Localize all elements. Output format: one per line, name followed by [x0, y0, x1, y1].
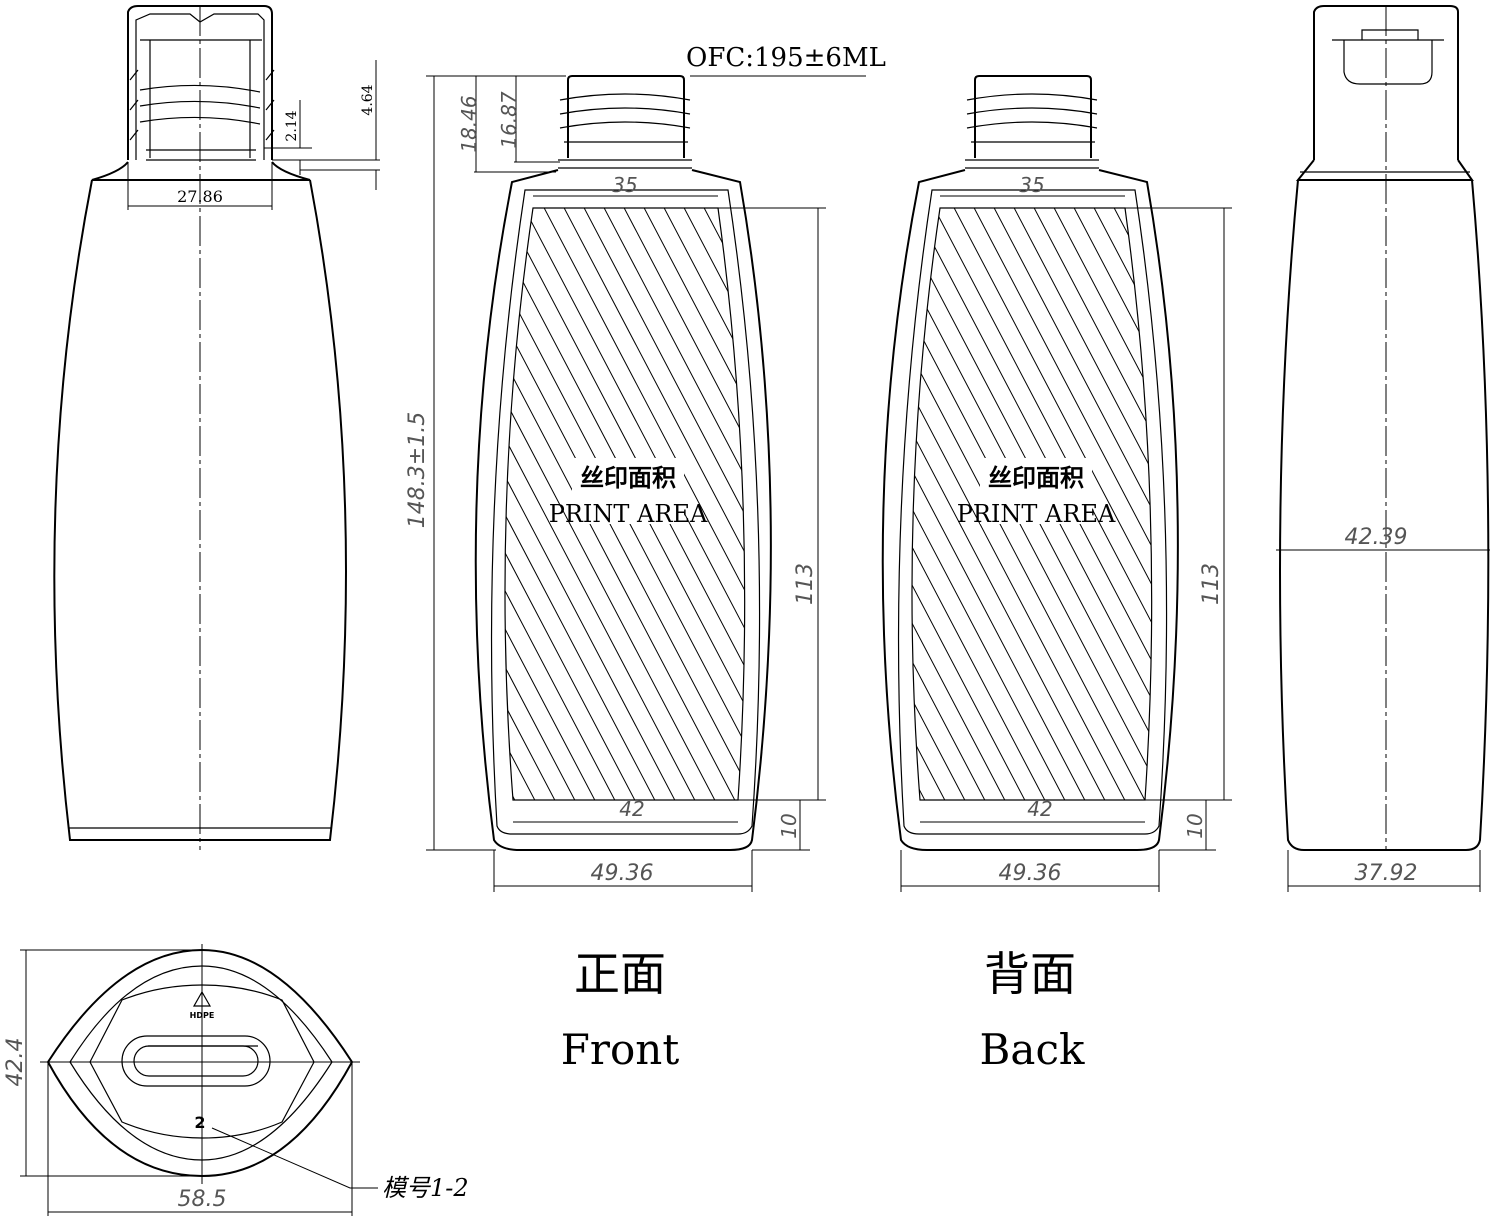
- hatch-line: [1089, 208, 1152, 800]
- hatch-line: [504, 208, 521, 800]
- hatch-line: [190, 200, 510, 810]
- hatch-line: [160, 200, 480, 810]
- hatch-line: [80, 200, 400, 810]
- hatch-line: [0, 200, 220, 810]
- hatch-line: [504, 208, 641, 800]
- print-height-back: 113: [1199, 563, 1224, 605]
- hatch-line: [100, 200, 420, 810]
- hatch-line: [120, 200, 440, 810]
- hatch-line: [1069, 208, 1152, 800]
- hatch-line: [969, 208, 1152, 800]
- bottom-margin-back: 10: [1183, 813, 1207, 838]
- hatch-line: [0, 200, 300, 810]
- print-bottom-width-front: 42: [619, 797, 644, 821]
- hatch-line: [989, 208, 1152, 800]
- hatch-line: [949, 208, 1152, 800]
- hatch-line: [1009, 208, 1152, 800]
- hatch-line: [1029, 208, 1152, 800]
- side-width-mid: 42.39: [1345, 525, 1408, 550]
- hatch-line: [911, 208, 1011, 800]
- side-view: 42.39 37.92: [1276, 5, 1490, 892]
- body-width-front: 49.36: [591, 861, 654, 886]
- dim-2-14: 2.14: [284, 110, 300, 141]
- section-view: 27.86 2.14 4.64: [53, 5, 380, 850]
- hatch-line: [679, 208, 745, 800]
- hatch-line: [659, 208, 745, 800]
- hatch-line: [504, 208, 701, 800]
- hatch-line: [1170, 200, 1490, 810]
- dim-4-64: 4.64: [360, 84, 376, 115]
- side-width-bottom: 37.92: [1355, 861, 1418, 886]
- hatch-line: [911, 208, 1091, 800]
- back-title-cn: 背面: [984, 947, 1076, 1001]
- neck-diameter-dim: 27.86: [177, 187, 223, 206]
- capacity-label: OFC:195±6ML: [686, 43, 886, 73]
- hatch-line: [1149, 208, 1152, 800]
- bottom-margin-front: 10: [777, 813, 801, 838]
- hatch-line: [0, 200, 260, 810]
- total-height-dim-front: 148.3±1.5: [405, 412, 430, 528]
- hatch-line: [230, 200, 550, 810]
- hatch-line: [559, 208, 745, 800]
- hatch-line: [270, 200, 590, 810]
- hatch-line: [20, 200, 340, 810]
- back-title-en: Back: [980, 1025, 1085, 1074]
- hatch-line: [504, 208, 661, 800]
- hatch-line: [1109, 208, 1152, 800]
- hatch-line: [504, 208, 601, 800]
- hatch-line: [0, 200, 120, 810]
- body-width-back: 49.36: [999, 861, 1062, 886]
- hatch-line: [0, 200, 200, 810]
- hatch-line: [0, 200, 160, 810]
- hatch-line: [0, 200, 140, 810]
- print-height-front: 113: [793, 563, 818, 605]
- hatch-line: [911, 208, 1131, 800]
- print-bottom-width-back: 42: [1027, 797, 1052, 821]
- mold-label: 模号1-2: [382, 1174, 469, 1202]
- back-view: 丝印面积 PRINT AREA 35 113 42 10 49.36: [190, 75, 1490, 892]
- hatch-line: [639, 208, 745, 800]
- base-depth-dim: 42.4: [3, 1038, 28, 1087]
- print-top-width-back: 35: [1019, 173, 1044, 197]
- hatch-line: [579, 208, 745, 800]
- hatch-line: [0, 200, 280, 810]
- hatch-line: [0, 200, 240, 810]
- hatch-line: [504, 208, 581, 800]
- bottom-view: HDPE 2 模号1-2 42.4 58.5: [3, 944, 469, 1216]
- hatch-line: [0, 200, 320, 810]
- hatch-line: [599, 208, 745, 800]
- mold-number: 2: [194, 1113, 205, 1132]
- hatch-line: [504, 208, 681, 800]
- dim-18-46-front: 18.46: [457, 95, 481, 152]
- hatch-line: [911, 208, 1111, 800]
- hatch-line: [911, 208, 971, 800]
- hatch-line: [504, 208, 721, 800]
- front-title-cn: 正面: [574, 947, 666, 1001]
- hatch-line: [0, 200, 100, 810]
- front-title-en: Front: [561, 1025, 680, 1074]
- print-area-en-back: PRINT AREA: [957, 500, 1116, 528]
- print-area-en-front: PRINT AREA: [549, 500, 708, 528]
- base-width-dim: 58.5: [178, 1187, 227, 1212]
- hatch-line: [539, 208, 745, 800]
- hatch-line: [180, 200, 500, 810]
- print-top-width-front: 35: [612, 173, 637, 197]
- print-area-cn-back: 丝印面积: [988, 464, 1084, 492]
- hatch-line: [911, 208, 1051, 800]
- hatch-line: [911, 208, 991, 800]
- hatch-line: [0, 200, 180, 810]
- hatch-line: [504, 208, 621, 800]
- hatch-line: [911, 208, 1071, 800]
- hatch-line: [1049, 208, 1152, 800]
- print-area-cn-front: 丝印面积: [580, 464, 676, 492]
- hatch-line: [911, 208, 1031, 800]
- hatch-line: [619, 208, 745, 800]
- dim-16-87-front: 16.87: [497, 91, 521, 149]
- hatch-line: [60, 200, 380, 810]
